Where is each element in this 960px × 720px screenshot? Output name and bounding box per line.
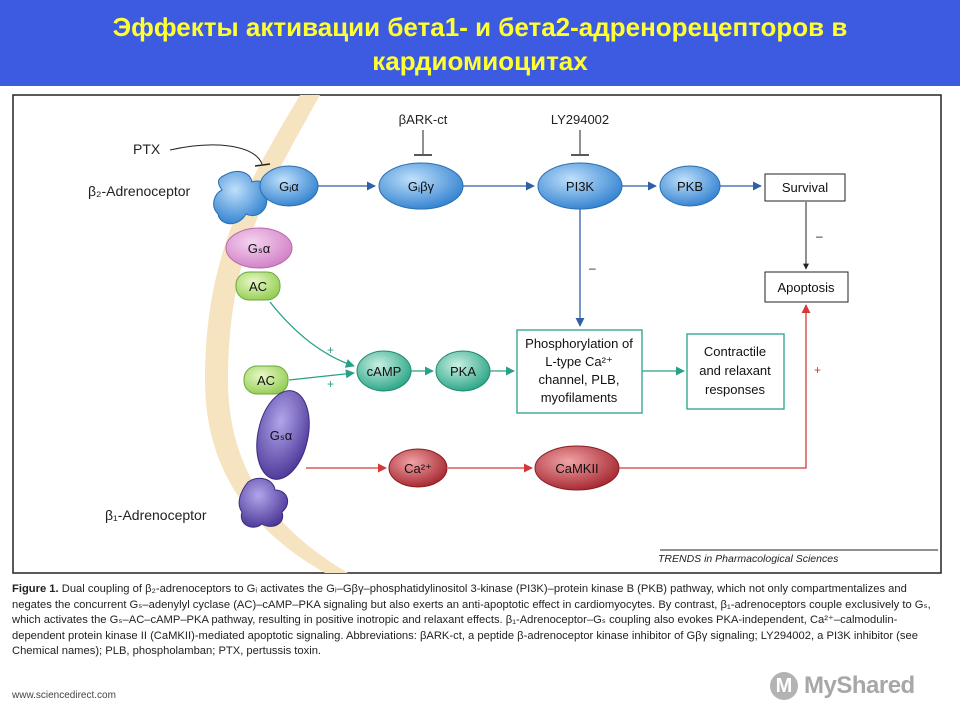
caption-text: Dual coupling of β₂-adrenoceptors to Gᵢ … xyxy=(12,583,931,657)
ptx-inhibition-line xyxy=(169,144,263,165)
pi3k-minus-sign: – xyxy=(589,261,596,275)
ptx-label: PTX xyxy=(133,141,161,157)
bark-label: βARK-ct xyxy=(399,112,448,127)
pathway-diagram: Gᵢα Gₛα AC AC Gₛα β₂-Adrenoceptor β₁-Adr… xyxy=(12,94,942,574)
gi-alpha-label: Gᵢα xyxy=(279,179,299,194)
ac-top-node xyxy=(235,271,281,301)
source-url: www.sciencedirect.com xyxy=(12,690,116,701)
ptx-inhibition-bar xyxy=(254,163,271,167)
journal-credit: TRENDS in Pharmacological Sciences xyxy=(658,553,839,565)
slide-header: Эффекты активации бета1- и бета2-адренор… xyxy=(0,0,960,86)
gs-alpha-top-node xyxy=(225,227,293,269)
watermark-text: MyShared xyxy=(804,672,915,699)
pi3k-label: PI3K xyxy=(566,179,595,194)
watermark: M MyShared xyxy=(770,668,915,704)
contractile-box xyxy=(686,333,785,410)
beta1-receptor-shape xyxy=(238,477,289,528)
survival-minus-sign: – xyxy=(816,229,823,243)
phospho-line2: L-type Ca²⁺ xyxy=(545,354,613,369)
contractile-line3: responses xyxy=(705,382,765,397)
pkb-label: PKB xyxy=(677,179,703,194)
figure-frame: Gᵢα Gₛα AC AC Gₛα β₂-Adrenoceptor β₁-Adr… xyxy=(0,90,960,720)
apoptosis-plus-sign: + xyxy=(814,363,821,377)
phospho-line1: Phosphorylation of xyxy=(525,336,633,351)
contractile-line1: Contractile xyxy=(704,344,766,359)
ac-bottom-label: AC xyxy=(257,373,275,388)
apoptosis-label: Apoptosis xyxy=(777,280,835,295)
actop-plus-sign: + xyxy=(327,343,334,357)
phospho-line4: myofilaments xyxy=(541,390,618,405)
acbottom-to-camp-arrow xyxy=(288,369,355,381)
gs-alpha-top-label: Gₛα xyxy=(248,241,271,256)
ac-top-label: AC xyxy=(249,279,267,294)
actop-to-camp-arrow xyxy=(269,301,355,368)
camkii-to-apoptosis-arrow xyxy=(619,304,811,469)
pka-label: PKA xyxy=(450,364,476,379)
camp-label: cAMP xyxy=(367,364,402,379)
ca-node xyxy=(388,448,448,488)
beta1-receptor-label: β₁-Adrenoceptor xyxy=(105,507,207,523)
gs-alpha-bottom-label: Gₛα xyxy=(270,428,293,443)
watermark-logo: M xyxy=(770,672,798,700)
camkii-label: CaMKII xyxy=(555,461,598,476)
contractile-line2: and relaxant xyxy=(699,363,771,378)
gs-alpha-bottom-node xyxy=(256,390,310,480)
caption-figure-label: Figure 1. xyxy=(12,583,59,595)
phospho-line3: channel, PLB, xyxy=(539,372,620,387)
figure-border xyxy=(12,94,942,574)
ca-label: Ca²⁺ xyxy=(404,461,432,476)
ac-bottom-node xyxy=(243,365,289,395)
beta2-receptor-label: β₂-Adrenoceptor xyxy=(88,183,191,199)
gi-betagamma-label: Gᵢβγ xyxy=(408,179,435,194)
ly-label: LY294002 xyxy=(551,112,609,127)
slide-title: Эффекты активации бета1- и бета2-адренор… xyxy=(112,12,848,76)
phosphorylation-box xyxy=(516,329,643,414)
survival-box xyxy=(764,173,846,202)
figure-caption: Figure 1. Dual coupling of β₂-adrenocept… xyxy=(12,582,942,660)
survival-label: Survival xyxy=(782,180,828,195)
acbottom-plus-sign: + xyxy=(327,377,334,391)
apoptosis-box xyxy=(764,271,849,303)
beta2-receptor-shape xyxy=(213,171,268,225)
